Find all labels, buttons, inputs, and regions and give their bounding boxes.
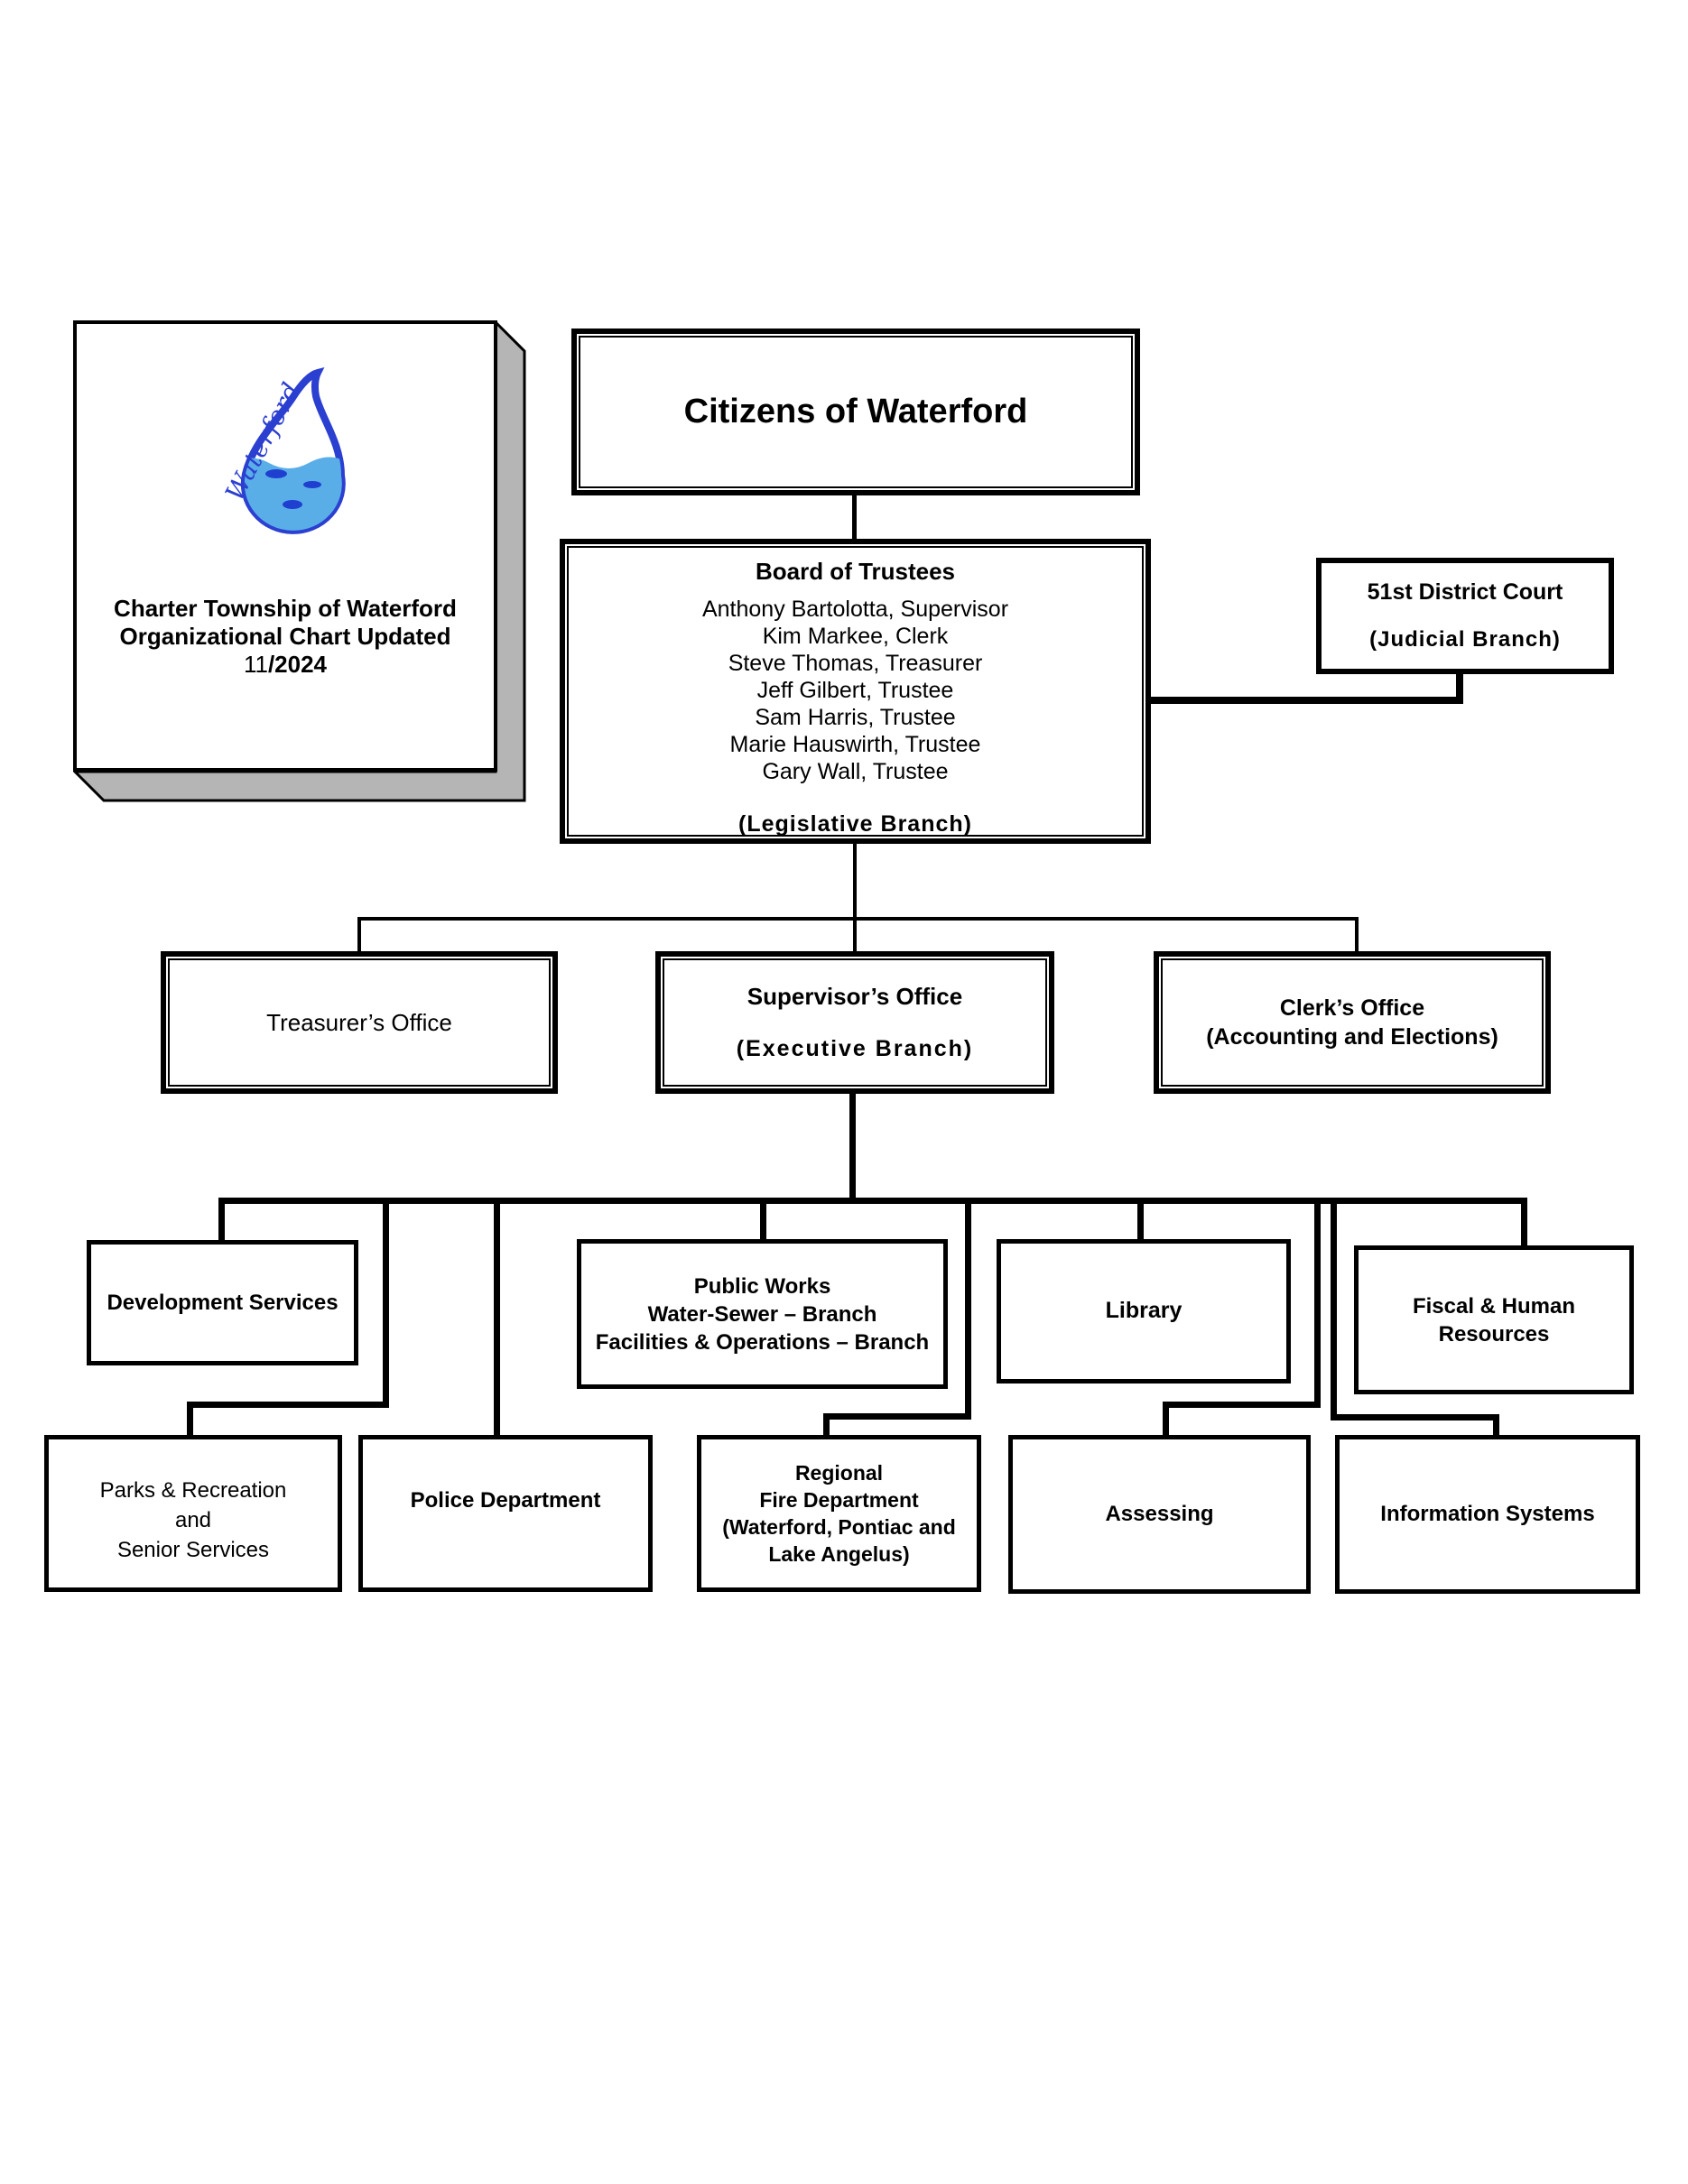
connector-assessing-jog	[1163, 1402, 1321, 1408]
connector-supervisor-to-trunk	[849, 1094, 856, 1200]
node-information-systems: Information Systems	[1335, 1435, 1640, 1594]
connector-court-elbow-vertical	[1456, 672, 1463, 704]
connector-drop-development	[218, 1198, 225, 1240]
public-works-line-2: Water-Sewer – Branch	[647, 1301, 877, 1327]
title-line-1: Charter Township of Waterford	[114, 595, 457, 622]
assessing-label: Assessing	[1105, 1502, 1214, 1526]
node-library: Library	[997, 1239, 1291, 1384]
connector-assessing-stub	[1163, 1402, 1169, 1435]
node-public-works: Public Works Water-Sewer – Branch Facili…	[577, 1239, 948, 1389]
board-member: Jeff Gilbert, Trustee	[756, 677, 954, 703]
title-line-3: 11/2024	[114, 651, 457, 679]
node-treasurers-office: Treasurer’s Office	[161, 951, 558, 1094]
connector-info-branch-vertical	[1331, 1198, 1337, 1421]
fire-line-1: Regional	[794, 1461, 884, 1485]
public-works-title: Public Works	[693, 1273, 831, 1299]
library-label: Library	[1105, 1298, 1183, 1324]
connector-parks-jog	[187, 1402, 389, 1408]
treasurer-label: Treasurer’s Office	[266, 1008, 452, 1036]
fiscal-line-2: Resources	[1438, 1321, 1550, 1346]
node-clerks-office: Clerk’s Office (Accounting and Elections…	[1154, 951, 1551, 1094]
connector-drop-police	[494, 1198, 500, 1435]
node-51st-district-court: 51st District Court (Judicial Branch)	[1316, 558, 1614, 674]
parks-line-2: and	[174, 1507, 212, 1532]
board-title: Board of Trustees	[755, 558, 956, 585]
connector-splitter-bar	[357, 917, 1359, 921]
chart-title-text: Charter Township of Waterford Organizati…	[114, 595, 457, 679]
node-development-services: Development Services	[87, 1240, 358, 1365]
connector-info-jog	[1331, 1414, 1499, 1421]
connector-drop-supervisor	[853, 917, 857, 951]
clerk-title: Clerk’s Office	[1279, 995, 1425, 1021]
public-works-line-3: Facilities & Operations – Branch	[595, 1329, 930, 1355]
board-member: Gary Wall, Trustee	[762, 758, 949, 784]
connector-assessing-branch-vertical	[1314, 1198, 1321, 1408]
citizens-label: Citizens of Waterford	[683, 392, 1028, 430]
info-systems-label: Information Systems	[1380, 1502, 1595, 1526]
connector-drop-public-works	[760, 1198, 766, 1239]
connector-court-elbow-horizontal	[1151, 697, 1463, 704]
node-regional-fire-department: Regional Fire Department (Waterford, Pon…	[697, 1435, 981, 1592]
node-fiscal-human-resources: Fiscal & Human Resources	[1354, 1245, 1634, 1394]
connector-info-stub	[1493, 1414, 1499, 1435]
connector-drop-clerk	[1355, 917, 1359, 951]
connector-drop-fiscal	[1521, 1198, 1527, 1245]
board-member-list: Anthony Bartolotta, Supervisor Kim Marke…	[702, 596, 1008, 785]
node-police-department: Police Department	[358, 1435, 653, 1592]
title-date-year: /2024	[267, 651, 328, 678]
fiscal-line-1: Fiscal & Human	[1412, 1293, 1576, 1319]
development-label: Development Services	[107, 1290, 339, 1315]
fire-line-2: Fire Department	[759, 1488, 919, 1512]
chart-title-box: Waterford Charter Township of Waterford …	[73, 320, 497, 772]
supervisor-branch-label: (Executive Branch)	[736, 1035, 974, 1061]
connector-board-to-splitter	[853, 844, 857, 921]
connector-citizens-to-board	[852, 495, 857, 539]
node-parks-recreation-senior-services: Parks & Recreation and Senior Services	[44, 1435, 342, 1592]
waterford-logo: Waterford	[219, 367, 346, 534]
board-member: Anthony Bartolotta, Supervisor	[701, 596, 1009, 622]
board-branch-label: (Legislative Branch)	[738, 810, 972, 837]
court-title: 51st District Court	[1367, 578, 1563, 605]
board-member: Sam Harris, Trustee	[755, 704, 956, 730]
node-assessing: Assessing	[1008, 1435, 1311, 1594]
title-date-month: 11	[243, 651, 268, 678]
clerk-subtitle: (Accounting and Elections)	[1206, 1024, 1498, 1050]
connector-parks-stub	[187, 1402, 193, 1435]
court-branch-label: (Judicial Branch)	[1369, 627, 1561, 652]
parks-line-1: Parks & Recreation	[99, 1477, 287, 1503]
connector-fire-jog	[823, 1413, 971, 1420]
node-supervisors-office: Supervisor’s Office (Executive Branch)	[655, 951, 1054, 1094]
fire-line-3: (Waterford, Pontiac and	[722, 1515, 956, 1539]
node-citizens-of-waterford: Citizens of Waterford	[571, 329, 1140, 495]
title-line-2: Organizational Chart Updated	[119, 623, 451, 650]
logo-box-shadow	[73, 320, 526, 802]
connector-parks-branch-vertical	[383, 1198, 389, 1408]
parks-line-3: Senior Services	[116, 1537, 270, 1562]
connector-fire-branch-vertical	[965, 1198, 971, 1420]
board-member: Marie Hauswirth, Trustee	[729, 731, 981, 757]
connector-fire-stub	[823, 1413, 830, 1435]
fire-line-4: Lake Angelus)	[768, 1542, 910, 1566]
connector-drop-treasurer	[357, 917, 361, 951]
police-label: Police Department	[410, 1488, 601, 1513]
supervisor-title: Supervisor’s Office	[747, 983, 963, 1011]
board-member: Steve Thomas, Treasurer	[728, 650, 983, 676]
board-member: Kim Markee, Clerk	[762, 623, 949, 649]
connector-trunk	[218, 1198, 1527, 1204]
connector-drop-library	[1137, 1198, 1144, 1239]
node-board-of-trustees: Board of Trustees Anthony Bartolotta, Su…	[560, 539, 1151, 844]
shadow-polygon	[73, 320, 526, 802]
